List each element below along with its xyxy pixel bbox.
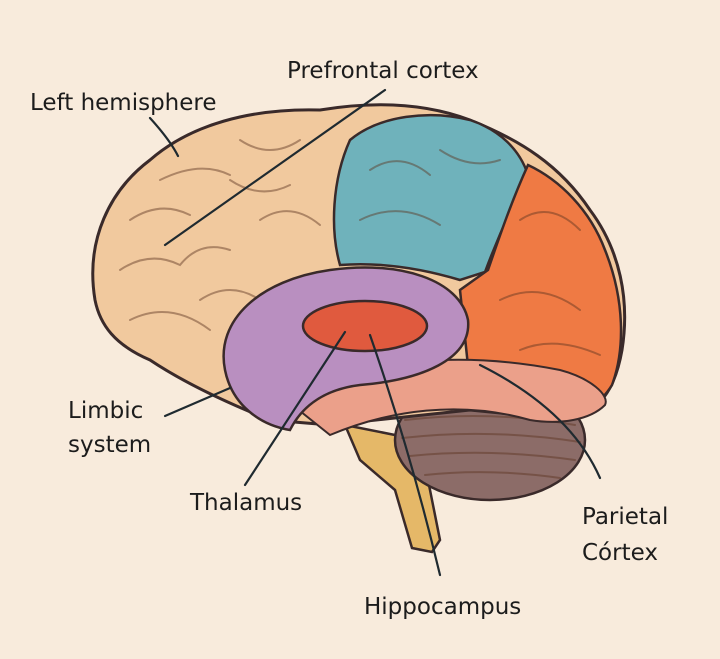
hippocampus-pointer bbox=[368, 333, 442, 577]
label-left-hemisphere: Left hemisphere bbox=[30, 90, 217, 116]
label-hippocampus: Hippocampus bbox=[364, 594, 521, 620]
label-parietal-line1: Parietal bbox=[582, 504, 668, 530]
thalamus-pointer bbox=[243, 330, 347, 487]
left-hemisphere-pointer bbox=[148, 116, 180, 158]
label-limbic-line2: system bbox=[68, 432, 151, 458]
parietal-pointer bbox=[478, 363, 602, 480]
prefrontal-pointer bbox=[163, 88, 387, 247]
label-prefrontal-cortex: Prefrontal cortex bbox=[287, 58, 479, 84]
label-thalamus: Thalamus bbox=[189, 490, 302, 516]
label-parietal-line2: Córtex bbox=[582, 540, 658, 566]
label-limbic-line1: Limbic bbox=[68, 398, 143, 424]
thalamus-region bbox=[301, 299, 429, 353]
limbic-pointer bbox=[163, 386, 232, 418]
parietal-cortex-region bbox=[458, 163, 623, 420]
